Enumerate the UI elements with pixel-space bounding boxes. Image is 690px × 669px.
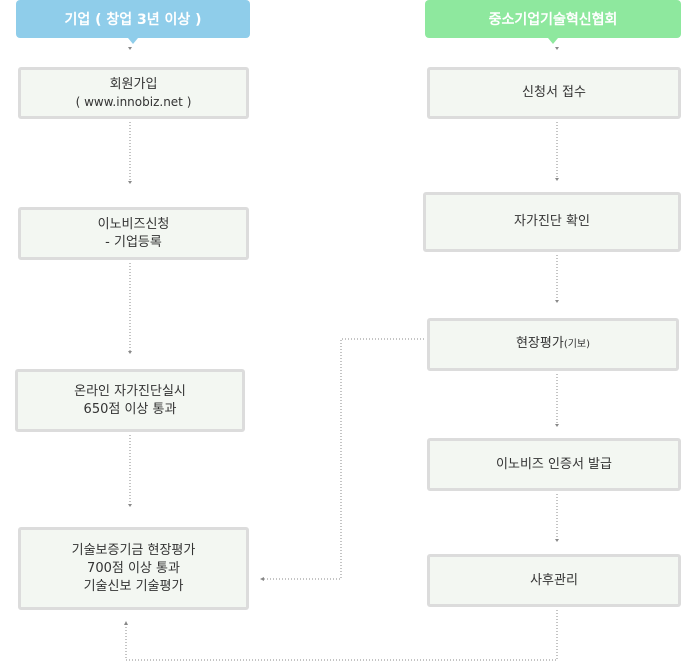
step-field-note: (기보)	[563, 339, 591, 350]
step-self-diagnosis-confirm: 자가진단 확인	[423, 192, 681, 252]
connector-field-to-eval	[264, 338, 424, 580]
arrow-after-to-eval	[124, 621, 128, 625]
arrow-confirm	[555, 178, 559, 181]
arrow-after	[555, 539, 559, 542]
step-selfdiag-label: 온라인 자가진단실시	[74, 383, 186, 399]
arrow-hdr-left	[128, 47, 132, 50]
step-apply-sub: - 기업등록	[105, 234, 162, 250]
step-self-diagnosis: 온라인 자가진단실시 650점 이상 통과	[15, 369, 245, 432]
step-receipt-label: 신청서 접수	[522, 85, 586, 100]
step-field-evaluation-guarantee: 기술보증기금 현장평가 700점 이상 통과 기술신보 기술평가	[18, 527, 249, 610]
step-eval-line1: 기술보증기금 현장평가	[71, 542, 196, 558]
step-field-label: 현장평가(기보)	[515, 336, 591, 351]
step-eval-line3: 기술신보 기술평가	[83, 578, 184, 594]
arrow-field-to-eval	[260, 577, 264, 581]
arrow-field	[555, 300, 559, 303]
step-signup-label: 회원가입	[109, 77, 158, 92]
arrow-apply	[128, 181, 132, 184]
step-after-label: 사후관리	[530, 572, 578, 588]
arrow-hdr-right	[555, 47, 559, 50]
step-cert-label: 이노비즈 인증서 발급	[496, 456, 612, 472]
arrow-eval	[128, 504, 132, 507]
step-apply-label: 이노비즈신청	[97, 216, 170, 232]
company-header: 기업 ( 창업 3년 이상 )	[16, 0, 250, 44]
step-certificate-issue: 이노비즈 인증서 발급	[427, 438, 681, 491]
step-selfdiag-sub: 650점 이상 통과	[83, 401, 177, 417]
step-innobiz-apply: 이노비즈신청 - 기업등록	[18, 207, 249, 260]
step-eval-line2: 700점 이상 통과	[87, 560, 180, 576]
association-header: 중소기업기술혁신협회	[425, 0, 681, 44]
arrow-selfdiag	[128, 351, 132, 354]
step-follow-up: 사후관리	[427, 554, 681, 607]
connector-after-to-eval	[125, 610, 558, 661]
arrow-cert	[555, 424, 559, 427]
step-signup-url: ( www.innobiz.net )	[75, 95, 192, 109]
step-confirm-label: 자가진단 확인	[514, 214, 590, 229]
step-field-evaluation: 현장평가(기보)	[427, 318, 679, 371]
step-signup: 회원가입 ( www.innobiz.net )	[18, 67, 249, 119]
step-application-receipt: 신청서 접수	[427, 67, 681, 119]
